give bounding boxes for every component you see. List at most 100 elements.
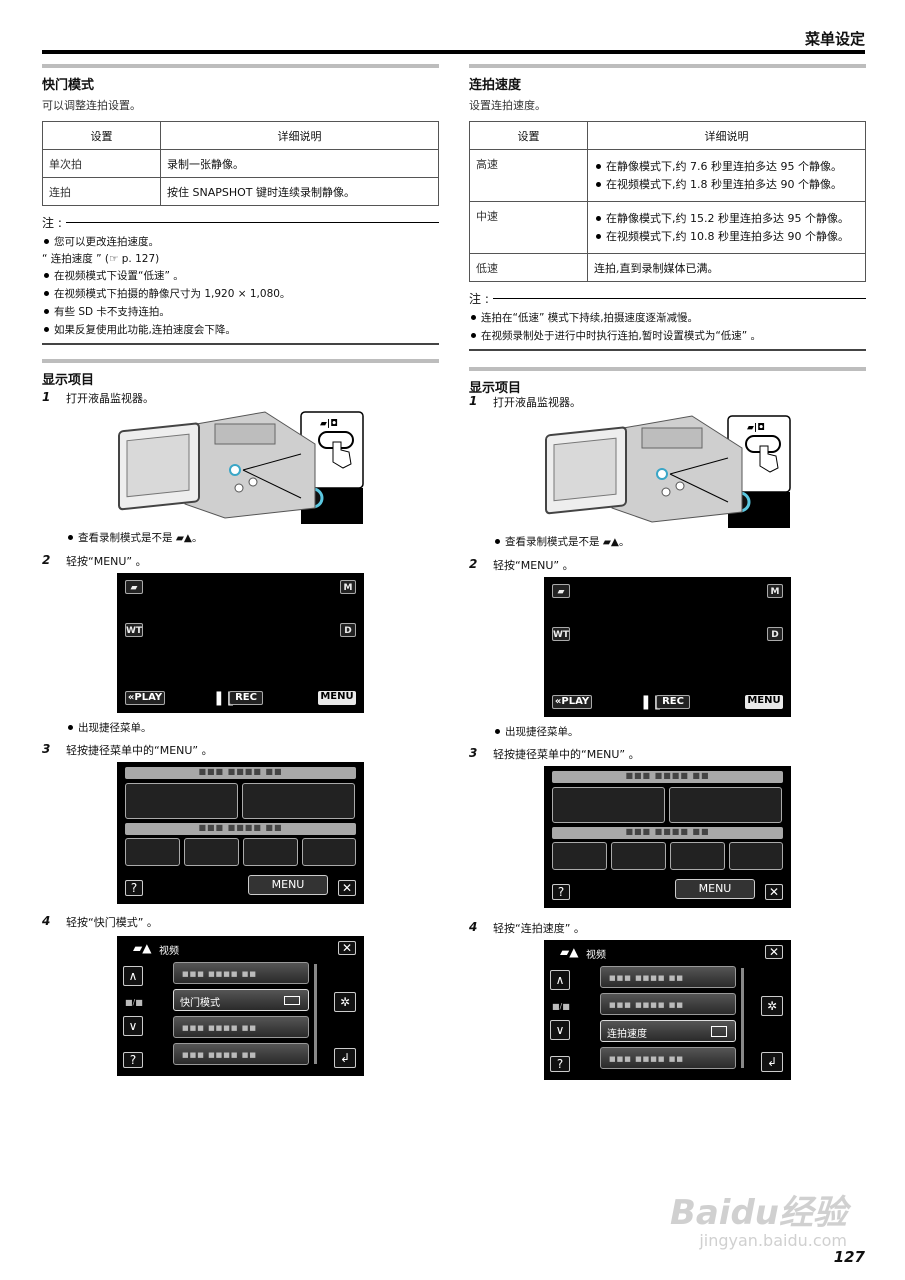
step-text: 轻按“快门模式” 。 <box>66 916 158 929</box>
table-cell: 连拍 <box>42 177 161 206</box>
help-button[interactable]: ? <box>125 880 143 896</box>
help-button[interactable]: ? <box>550 1056 570 1072</box>
table-cell: 按住 SNAPSHOT 键时连续录制静像。 <box>160 177 439 206</box>
m-button[interactable]: M <box>767 584 783 598</box>
gear-icon[interactable]: ✲ <box>334 992 356 1012</box>
menu-header: 视频 <box>586 950 606 961</box>
section-title: 显示项目 <box>42 373 95 388</box>
note-header: 注 : <box>42 214 439 231</box>
menu-button[interactable]: MENU <box>675 879 755 899</box>
shortcut-header-bar: ■■■ ■■■■ ■■ <box>125 823 356 835</box>
note-link[interactable]: “ 连拍速度 ” (☞ p. 127) <box>42 253 160 265</box>
shortcut-tile[interactable] <box>669 787 782 823</box>
shortcut-tile[interactable] <box>552 842 607 870</box>
note-item: 如果反复使用此功能,连拍速度会下降。 <box>42 321 439 339</box>
left-column: 快门模式 可以调整连拍设置。 设置 详细说明 单次拍 录制一张静像。 连拍 按住… <box>42 64 439 392</box>
shortcut-tile[interactable] <box>302 838 356 866</box>
shortcut-tile[interactable] <box>125 783 238 819</box>
back-icon[interactable]: ↲ <box>334 1048 356 1068</box>
camera-illustration: ▰ ▰|◘ <box>118 411 364 524</box>
shortcut-tile[interactable] <box>552 787 665 823</box>
gear-icon[interactable]: ✲ <box>761 996 783 1016</box>
shortcut-menu-screen: ■■■ ■■■■ ■■ ■■■ ■■■■ ■■ ? MENU ✕ <box>117 762 364 904</box>
rec-button[interactable]: REC <box>656 695 690 709</box>
menu-header: 视频 <box>159 946 179 957</box>
close-button[interactable]: ✕ <box>338 880 356 896</box>
close-button[interactable]: ✕ <box>765 884 783 900</box>
scrollbar[interactable] <box>741 968 744 1068</box>
table-cell: 录制一张静像。 <box>160 149 439 178</box>
play-button[interactable]: «PLAY <box>552 695 592 709</box>
shortcut-tile[interactable] <box>670 842 725 870</box>
shortcut-tile[interactable] <box>242 783 355 819</box>
back-icon[interactable]: ↲ <box>761 1052 783 1072</box>
shortcut-tile[interactable] <box>125 838 180 866</box>
video-mode-icon[interactable]: ▰ <box>552 584 570 598</box>
scroll-down-button[interactable]: ∨ <box>550 1020 570 1040</box>
wt-button[interactable]: WT <box>552 627 570 641</box>
video-mode-icon[interactable]: ▰ <box>125 580 143 594</box>
menu-item[interactable]: ■■■ ■■■■ ■■ <box>600 993 736 1015</box>
note-label: 注 : <box>42 216 62 230</box>
section-title: 显示项目 <box>469 381 522 396</box>
menu-item[interactable]: ■■■ ■■■■ ■■ <box>600 966 736 988</box>
shortcut-tile[interactable] <box>243 838 298 866</box>
camera-illustration: ▰ ▰|◘ <box>545 415 791 528</box>
m-button[interactable]: M <box>340 580 356 594</box>
menu-item-highlighted[interactable]: 连拍速度 <box>600 1020 736 1042</box>
note-item: 在视频录制处于进行中时执行连拍,暂时设置模式为“低速” 。 <box>469 327 866 345</box>
d-button[interactable]: D <box>340 623 356 637</box>
note-header: 注 : <box>469 290 866 307</box>
rec-button[interactable]: REC <box>229 691 263 705</box>
shortcut-tile[interactable] <box>184 838 239 866</box>
menu-item[interactable]: ■■■ ■■■■ ■■ <box>173 1016 309 1038</box>
menu-button[interactable]: MENU <box>248 875 328 895</box>
section-title: 快门模式 <box>42 78 95 93</box>
shortcut-header-bar: ■■■ ■■■■ ■■ <box>552 827 783 839</box>
scroll-up-button[interactable]: ∧ <box>550 970 570 990</box>
d-button[interactable]: D <box>767 627 783 641</box>
menu-item-highlighted[interactable]: 快门模式 <box>173 989 309 1011</box>
close-button[interactable]: ✕ <box>338 941 356 955</box>
watermark-logo: Baidu经验 <box>669 1193 847 1233</box>
step-text: 轻按“MENU” 。 <box>493 559 574 572</box>
note-item: 在视频模式下拍摄的静像尺寸为 1,920 × 1,080。 <box>42 285 439 303</box>
step-number: 2 <box>469 557 478 571</box>
menu-button[interactable]: MENU <box>318 691 356 705</box>
shortcut-header-bar: ■■■ ■■■■ ■■ <box>125 767 356 779</box>
wt-button[interactable]: WT <box>125 623 143 637</box>
help-button[interactable]: ? <box>123 1052 143 1068</box>
menu-item[interactable]: ■■■ ■■■■ ■■ <box>600 1047 736 1069</box>
menu-button[interactable]: MENU <box>745 695 783 709</box>
step-text: 轻按“MENU” 。 <box>66 555 147 568</box>
section-title: 连拍速度 <box>469 78 522 93</box>
table-header: 设置 <box>469 121 588 150</box>
video-menu-screen: ▰▲ 视频 ✕ ∧ ■/■ ∨ ? ■■■ ■■■■ ■■ ■■■ ■■■■ ■… <box>544 940 791 1080</box>
note-item: 在视频模式下设置“低速” 。 <box>42 267 439 285</box>
scroll-down-button[interactable]: ∨ <box>123 1016 143 1036</box>
menu-item[interactable]: ■■■ ■■■■ ■■ <box>173 1043 309 1065</box>
speed-table: 设置 详细说明 高速 在静像模式下,约 7.6 秒里连拍多达 95 个静像。 在… <box>469 121 866 282</box>
help-button[interactable]: ? <box>552 884 570 900</box>
step-text: 打开液晶监视器。 <box>66 392 154 405</box>
menu-item[interactable]: ■■■ ■■■■ ■■ <box>173 962 309 984</box>
page-header-title: 菜单设定 <box>804 30 865 48</box>
scrollbar[interactable] <box>314 964 317 1064</box>
shortcut-tile[interactable] <box>729 842 783 870</box>
video-icon: ▰▲ <box>560 945 579 959</box>
table-header: 详细说明 <box>587 121 866 150</box>
section-description: 设置连拍速度。 <box>469 99 546 112</box>
scroll-up-button[interactable]: ∧ <box>123 966 143 986</box>
table-cell: 中速 <box>469 201 588 254</box>
shortcut-tile[interactable] <box>611 842 666 870</box>
step-text: 轻按捷径菜单中的“MENU” 。 <box>66 744 213 757</box>
svg-text:▰|◘: ▰|◘ <box>320 419 338 429</box>
table-row: 高速 在静像模式下,约 7.6 秒里连拍多达 95 个静像。 在视频模式下,约 … <box>469 149 866 202</box>
lcd-screen-main: ▰ M WT D «PLAY ❚❚ REC MENU <box>544 577 791 717</box>
close-button[interactable]: ✕ <box>765 945 783 959</box>
step-number: 1 <box>42 390 51 404</box>
table-header: 设置 <box>42 121 161 150</box>
section-bar <box>42 359 439 363</box>
play-button[interactable]: «PLAY <box>125 691 165 705</box>
lcd-screen-main: ▰ M WT D «PLAY ❚❚ REC MENU <box>117 573 364 713</box>
